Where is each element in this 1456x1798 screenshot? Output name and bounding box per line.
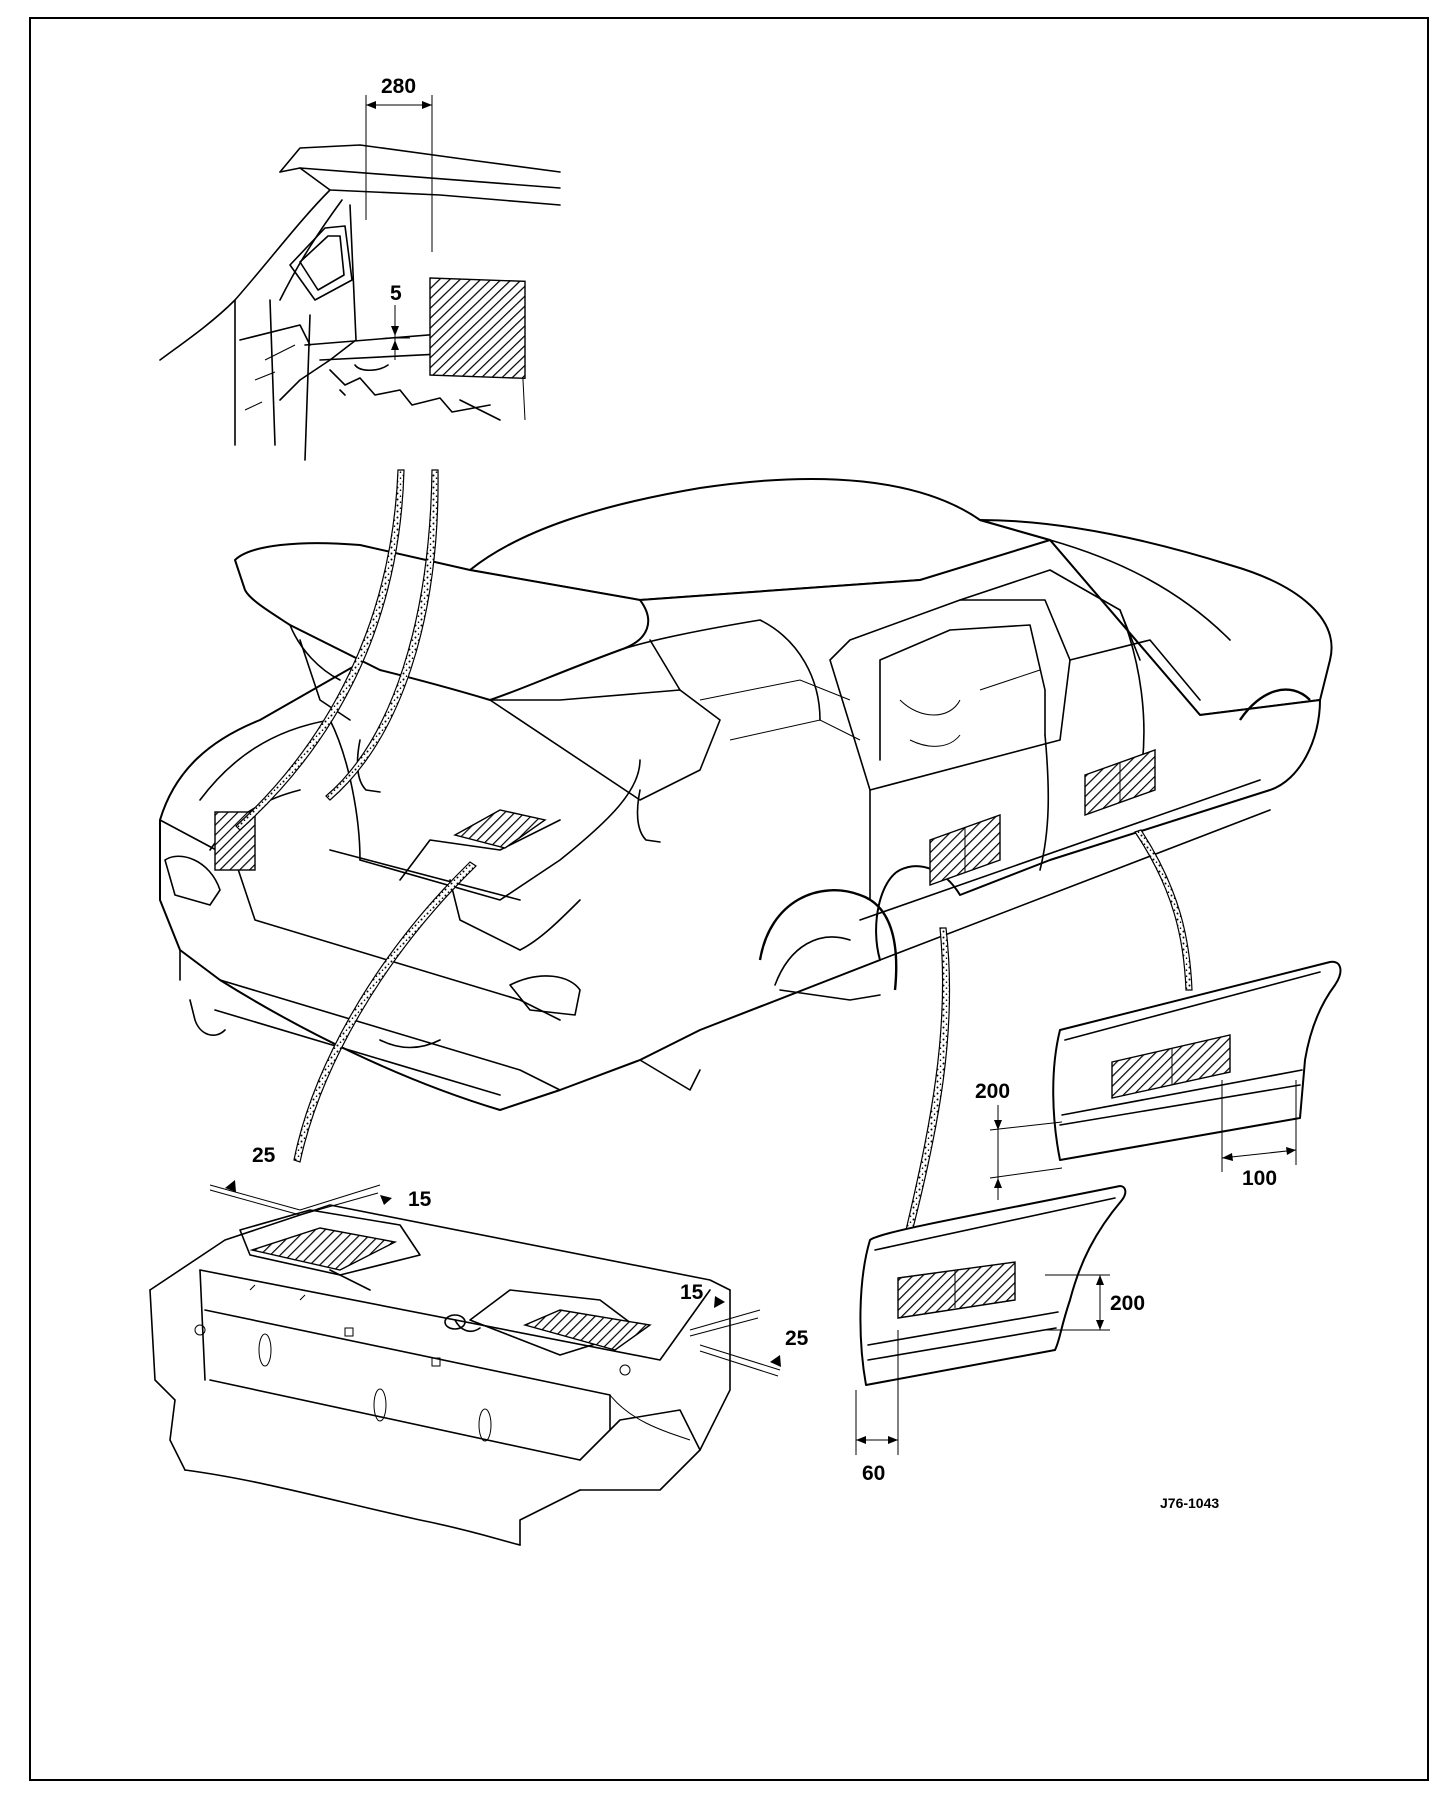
dim-rear-door-height: 200 — [1110, 1292, 1145, 1315]
floor-pad-right — [522, 1309, 652, 1351]
dim-floor-right-edge: 25 — [785, 1327, 809, 1350]
body-pad-luggage-floor — [453, 809, 547, 849]
front-door-inset: 200 100 — [975, 960, 1342, 1200]
figure-frame — [29, 17, 1429, 1781]
front-door-pad — [1111, 1034, 1231, 1099]
dim-floor-right-inset: 15 — [680, 1281, 704, 1304]
rear-door-inset: 200 60 — [855, 1185, 1145, 1485]
car-body-shell — [159, 477, 1333, 1111]
dim-floor-left-edge: 25 — [252, 1144, 276, 1167]
floor-pad-left — [249, 1227, 398, 1271]
dim-luggage-width: 280 — [381, 75, 416, 98]
dim-front-door-height: 200 — [975, 1080, 1010, 1103]
luggage-side-inset: 280 5 — [159, 75, 561, 461]
luggage-floor-inset: 25 15 15 25 — [149, 1144, 809, 1546]
figure-reference-code: J76-1043 — [1160, 1495, 1219, 1511]
dim-luggage-gap: 5 — [390, 282, 402, 305]
rear-door-pad — [897, 1261, 1016, 1319]
dim-front-door-rear-offset: 100 — [1242, 1167, 1277, 1190]
luggage-side-pad — [429, 277, 526, 380]
dim-floor-left-inset: 15 — [408, 1188, 432, 1211]
dim-rear-door-front-offset: 60 — [862, 1462, 885, 1485]
leader-lines — [235, 469, 1193, 1233]
